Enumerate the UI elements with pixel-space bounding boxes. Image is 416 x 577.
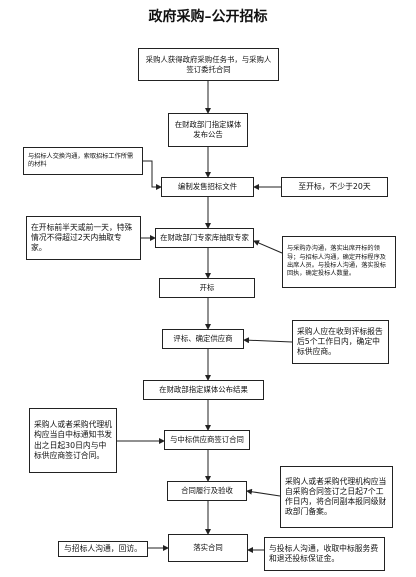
note-10-right: 与投标人沟通，收取中标服务费和退还投标保证金。 bbox=[264, 537, 385, 571]
page-title: 政府采购–公开招标 bbox=[148, 9, 268, 25]
step-9-label: 合同履行及验收 bbox=[181, 486, 233, 496]
note-8-left: 采购人或者采购代理机构应当自中标通知书发出之日起30日内与中标供应商签订合同。 bbox=[29, 408, 117, 473]
step-5-label: 开标 bbox=[199, 283, 215, 293]
step-1-box: 采购人获得政府采购任务书，与采购人签订委托合同 bbox=[138, 48, 279, 81]
note-3-left: 与招标人交换沟通，索取招标工作所需的材料 bbox=[23, 147, 143, 175]
note-8-left-text: 采购人或者采购代理机构应当自中标通知书发出之日起30日内与中标供应商签订合同。 bbox=[34, 420, 112, 460]
note-6-right-text: 采购人应在收到评标报告后5个工作日内，确定中标供应商。 bbox=[297, 326, 383, 357]
link-n4-right bbox=[253, 240, 283, 254]
step-5-box: 开标 bbox=[159, 278, 255, 298]
link-n6-right bbox=[243, 337, 293, 344]
step-8-label: 与中标供应商签订合同 bbox=[170, 435, 244, 445]
note-9-right-text: 采购人或者采购代理机构应当自采购合同签订之日起7个工作日内，将合同副本报同级财政… bbox=[285, 476, 387, 517]
note-3-left-text: 与招标人交换沟通，索取招标工作所需的材料 bbox=[28, 152, 134, 168]
note-4-left: 在开标前半天或前一天，特殊情况不得超过2天内抽取专家。 bbox=[26, 216, 141, 260]
note-3-right: 至开标，不少于20天 bbox=[281, 177, 388, 197]
note-3-right-text: 至开标，不少于20天 bbox=[298, 181, 371, 191]
note-9-right: 采购人或者采购代理机构应当自采购合同签订之日起7个工作日内，将合同副本报同级财政… bbox=[280, 466, 393, 528]
step-3-box: 编制发售招标文件 bbox=[161, 177, 254, 197]
step-7-box: 在财政部指定媒体公布结果 bbox=[143, 380, 264, 400]
step-6-box: 评标、确定供应商 bbox=[162, 329, 244, 349]
step-10-box: 落实合同 bbox=[168, 534, 248, 562]
step-2-box: 在财政部门指定媒体发布公告 bbox=[168, 113, 248, 147]
note-10-left: 与招标人沟通，回访。 bbox=[58, 541, 148, 557]
step-1-label: 采购人获得政府采购任务书，与采购人签订委托合同 bbox=[145, 54, 272, 74]
note-10-left-text: 与招标人沟通，回访。 bbox=[64, 543, 142, 553]
note-10-right-text: 与投标人沟通，收取中标服务费和退还投标保证金。 bbox=[269, 543, 379, 563]
note-4-left-text: 在开标前半天或前一天，特殊情况不得超过2天内抽取专家。 bbox=[31, 222, 133, 253]
step-8-box: 与中标供应商签订合同 bbox=[164, 430, 250, 450]
step-3-label: 编制发售招标文件 bbox=[177, 182, 238, 192]
step-4-label: 在财政部门专家库抽取专家 bbox=[160, 233, 249, 243]
step-4-box: 在财政部门专家库抽取专家 bbox=[155, 228, 254, 248]
step-10-label: 落实合同 bbox=[193, 543, 223, 553]
link-n9-right bbox=[246, 488, 281, 497]
step-6-label: 评标、确定供应商 bbox=[173, 334, 233, 344]
link-n3-left bbox=[143, 160, 162, 190]
step-2-label: 在财政部门指定媒体发布公告 bbox=[174, 120, 242, 139]
note-4-right: 与采购办沟通，落实出席开标的领导；与招标人沟通，确定开标程序及出席人员。与投标人… bbox=[282, 236, 396, 288]
note-6-right: 采购人应在收到评标报告后5个工作日内，确定中标供应商。 bbox=[292, 320, 389, 364]
step-7-label: 在财政部指定媒体公布结果 bbox=[159, 385, 248, 395]
step-9-box: 合同履行及验收 bbox=[167, 481, 247, 501]
note-4-right-text: 与采购办沟通，落实出席开标的领导；与招标人沟通，确定开标程序及出席人员。与投标人… bbox=[287, 245, 386, 278]
